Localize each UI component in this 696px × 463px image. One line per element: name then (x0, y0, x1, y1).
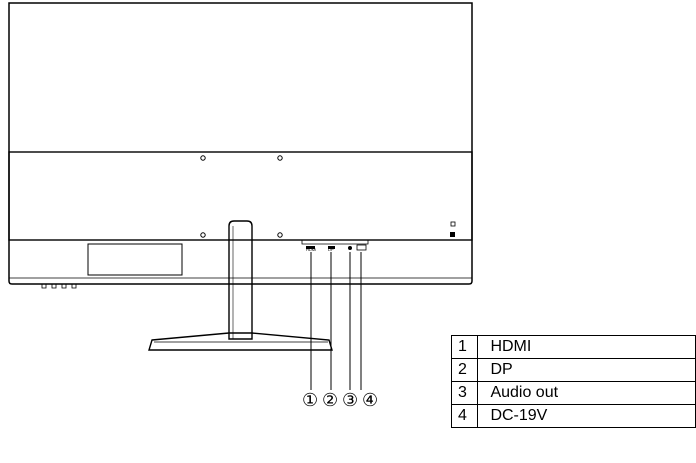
legend-port-name: HDMI (477, 335, 696, 359)
hdmi-port-label: HDMI (306, 247, 316, 252)
kensington-lock-icon (450, 221, 456, 227)
callout-3: ③ (342, 390, 358, 411)
legend-number: 4 (450, 404, 479, 428)
legend-number: 3 (450, 381, 479, 405)
port-bay (301, 240, 369, 245)
vesa-hole-top-left (200, 155, 206, 161)
label-plate (87, 243, 183, 276)
legend-port-name: DP (477, 358, 696, 382)
dc-in-port (356, 244, 367, 251)
stand-neck (228, 220, 253, 340)
callout-4: ④ (362, 390, 378, 411)
vesa-hole-top-right (277, 155, 283, 161)
control-buttons (41, 284, 77, 289)
dp-port (328, 246, 335, 249)
dp-port-label: DP (328, 247, 334, 252)
vesa-hole-bottom-left (200, 232, 206, 238)
stand-base (148, 332, 333, 351)
legend-port-name: DC-19V (477, 404, 696, 428)
port-legend-table: 1 HDMI 2 DP 3 Audio out 4 DC-19V (450, 335, 696, 428)
vesa-hole-bottom-right (277, 232, 283, 238)
legend-number: 1 (450, 335, 479, 359)
callout-1: ① (302, 390, 318, 411)
legend-row: 4 DC-19V (450, 404, 696, 428)
lock-slot-icon (450, 232, 455, 237)
legend-port-name: Audio out (477, 381, 696, 405)
callout-2: ② (322, 390, 338, 411)
monitor-back-panel (8, 151, 473, 241)
legend-row: 1 HDMI (450, 335, 696, 359)
legend-row: 2 DP (450, 358, 696, 382)
monitor-frame (8, 2, 473, 285)
legend-row: 3 Audio out (450, 381, 696, 405)
legend-number: 2 (450, 358, 479, 382)
audio-jack (348, 246, 352, 250)
hdmi-port (306, 246, 315, 249)
